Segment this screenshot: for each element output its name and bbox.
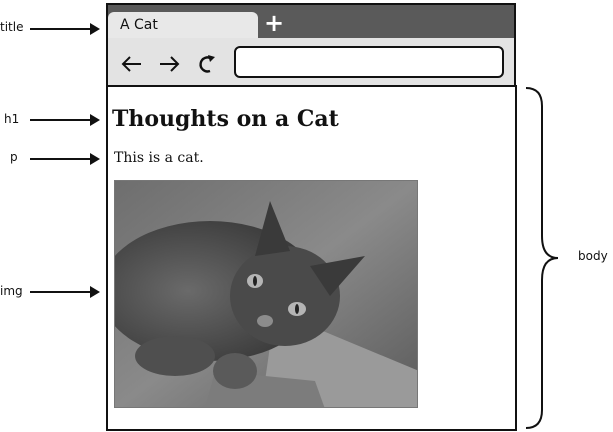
reload-icon[interactable] [196,52,220,76]
annotation-p-label: p [10,150,18,164]
page-heading: Thoughts on a Cat [112,106,339,132]
annotation-title-arrow [30,23,100,35]
address-bar[interactable] [234,46,504,78]
forward-arrow-icon[interactable] [157,52,181,76]
annotation-img-arrow [30,286,100,298]
back-arrow-icon[interactable] [120,52,144,76]
body-brace [525,87,559,429]
new-tab-button[interactable]: + [264,9,285,37]
annotation-h1-arrow [30,114,100,126]
page-paragraph: This is a cat. [114,150,204,166]
cat-photo [114,180,418,408]
browser-tab-title: A Cat [120,17,158,33]
annotation-img-label: img [0,284,23,298]
annotation-p-arrow [30,153,100,165]
browser-tab[interactable]: A Cat [108,12,258,40]
annotation-body-label: body [578,249,608,263]
annotation-title-label: title [0,20,24,34]
annotation-h1-label: h1 [4,112,20,126]
